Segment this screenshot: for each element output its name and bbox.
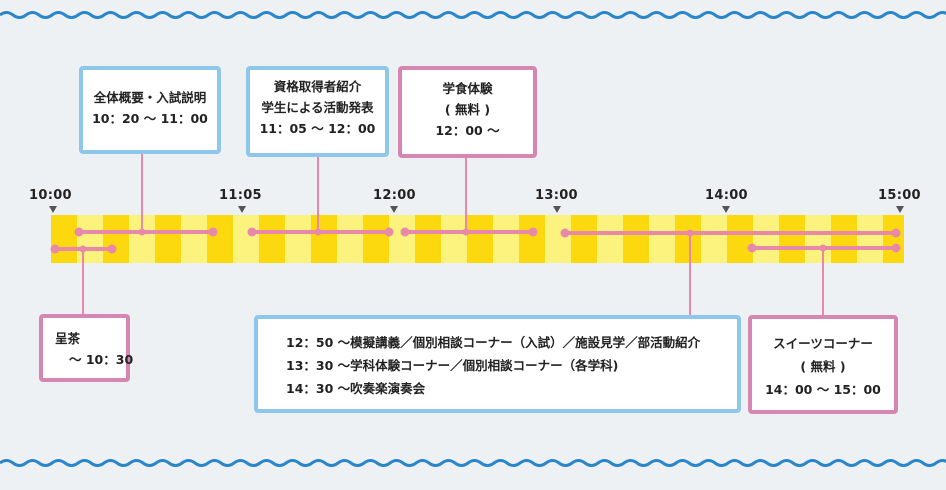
bar-dot: [74, 227, 84, 237]
band-stripe: [831, 215, 857, 263]
sweets-box: スイーツコーナー ( 無料 ) 14：00 ～ 15：00: [748, 315, 898, 414]
bar-dot: [208, 227, 218, 237]
time-tick-1400: 14:00: [705, 188, 748, 203]
tick-arrow-icon: [722, 206, 730, 213]
band-stripe: [207, 215, 233, 263]
band-stripe: [883, 215, 904, 263]
box-line: 全体概要・入試説明: [93, 90, 207, 105]
bar-dot: [819, 244, 827, 252]
band-stripe: [779, 215, 805, 263]
bar-dot: [79, 245, 87, 253]
bar-dot: [50, 244, 60, 254]
tea-box: 呈茶 ～ 10：30: [39, 314, 134, 382]
box-line: 学生による活動発表: [261, 100, 374, 115]
afternoon-program-box: 12：50 ～模擬講義／個別相談コーナー（入試）／施設見学／部活動紹介 13：3…: [254, 315, 741, 413]
bar-dot: [314, 228, 322, 236]
connector-lines: [82, 154, 824, 315]
bar-dot: [107, 244, 117, 254]
band-stripe: [363, 215, 389, 263]
tick-arrow-icon: [390, 206, 398, 213]
box-line: 10：20 ～ 11：00: [92, 111, 208, 126]
band-stripe: [675, 215, 701, 263]
bar-dot: [400, 227, 410, 237]
tick-arrow-icon: [238, 206, 246, 213]
box-line: 14：30 ～吹奏楽演奏会: [286, 381, 426, 396]
tick-arrow-icon: [49, 206, 57, 213]
band-stripe: [311, 215, 337, 263]
band-stripe: [623, 215, 649, 263]
tick-arrow-icon: [896, 206, 904, 213]
schedule-bars: [50, 227, 901, 254]
qualifications-box: 資格取得者紹介 学生による活動発表 11：05 ～ 12：00: [246, 66, 389, 157]
band-stripe: [103, 215, 129, 263]
box-line: ( 無料 ): [444, 102, 491, 117]
time-tick-1500: 15:00: [878, 188, 921, 203]
bar-dot: [384, 227, 394, 237]
box-line: 学食体験: [442, 81, 493, 96]
bar-dot: [247, 227, 257, 237]
bar-dot: [686, 229, 694, 237]
time-tick-1105: 11:05: [219, 188, 262, 203]
bar-dot: [560, 228, 570, 238]
top-wave-border: [0, 11, 946, 19]
bottom-wave-border: [0, 459, 946, 467]
tick-arrow-icon: [553, 206, 561, 213]
time-tick-1300: 13:00: [535, 188, 578, 203]
bar-dot: [138, 228, 146, 236]
box-line: 12：00 ～: [435, 123, 500, 138]
band-stripe: [415, 215, 441, 263]
box-line: ( 無料 ): [800, 359, 846, 374]
band-stripe: [259, 215, 285, 263]
time-tick-1200: 12:00: [373, 188, 416, 203]
bar-dot: [747, 243, 757, 253]
box-line: 12：50 ～模擬講義／個別相談コーナー（入試）／施設見学／部活動紹介: [286, 335, 701, 350]
bar-dot: [528, 227, 538, 237]
overview-box: 全体概要・入試説明 10：20 ～ 11：00: [79, 66, 221, 154]
band-stripe: [571, 215, 597, 263]
bar-dot: [891, 228, 901, 238]
cafeteria-box: 学食体験 ( 無料 ) 12：00 ～: [398, 66, 537, 158]
box-line: 呈茶: [55, 331, 81, 346]
timeline-band: [51, 215, 904, 263]
box-line: 14：00 ～ 15：00: [765, 382, 881, 397]
box-line: 11：05 ～ 12：00: [259, 121, 376, 136]
box-line: ～ 10：30: [69, 352, 134, 367]
box-line: 資格取得者紹介: [273, 79, 362, 94]
bar-dot: [462, 228, 470, 236]
box-line: 13：30 ～学科体験コーナー／個別相談コーナー（各学科): [286, 358, 619, 373]
bar-dot: [891, 243, 901, 253]
band-stripe: [519, 215, 545, 263]
box-line: スイーツコーナー: [773, 336, 873, 351]
band-stripe: [727, 215, 753, 263]
band-stripe: [467, 215, 493, 263]
band-stripe: [51, 215, 77, 263]
band-stripe: [155, 215, 181, 263]
time-tick-1000: 10:00: [29, 188, 72, 203]
